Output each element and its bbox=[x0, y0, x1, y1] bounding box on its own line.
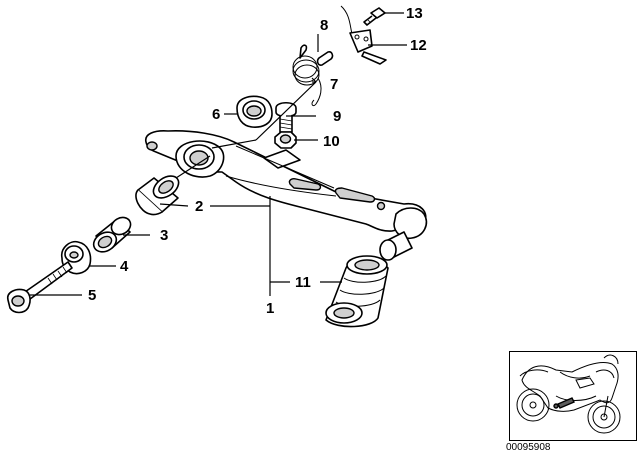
part-2-sleeve bbox=[135, 175, 180, 216]
part-8-pin bbox=[316, 51, 334, 66]
callout-9: 9 bbox=[333, 108, 341, 125]
callout-4: 4 bbox=[120, 258, 129, 275]
part-6-washer bbox=[236, 95, 273, 128]
callout-5: 5 bbox=[88, 287, 96, 304]
callout-7: 7 bbox=[330, 76, 338, 93]
callout-1: 1 bbox=[266, 300, 274, 317]
motorcycle-thumbnail bbox=[509, 351, 637, 441]
callout-10: 10 bbox=[323, 133, 340, 150]
callout-11: 11 bbox=[295, 274, 311, 291]
catalog-number: 00095908 bbox=[506, 442, 551, 453]
callout-2: 2 bbox=[195, 198, 203, 215]
part-5-bolt bbox=[6, 261, 73, 314]
part-7-spring bbox=[292, 44, 322, 107]
callout-12: 12 bbox=[410, 37, 427, 54]
callout-labels: 13 12 8 7 6 9 10 2 3 4 5 11 1 bbox=[88, 5, 427, 317]
part-13-screw bbox=[363, 7, 386, 26]
leader-lines bbox=[30, 12, 407, 296]
callout-13: 13 bbox=[406, 5, 423, 22]
part-11-peg-rubber bbox=[325, 255, 389, 328]
callout-3: 3 bbox=[160, 227, 168, 244]
part-1-gearshift-lever bbox=[144, 130, 428, 261]
part-3-bushing bbox=[92, 216, 132, 253]
callout-6: 6 bbox=[212, 106, 220, 123]
callout-8: 8 bbox=[320, 17, 328, 34]
part-10-nut bbox=[274, 131, 297, 149]
part-12-switch bbox=[340, 5, 387, 65]
